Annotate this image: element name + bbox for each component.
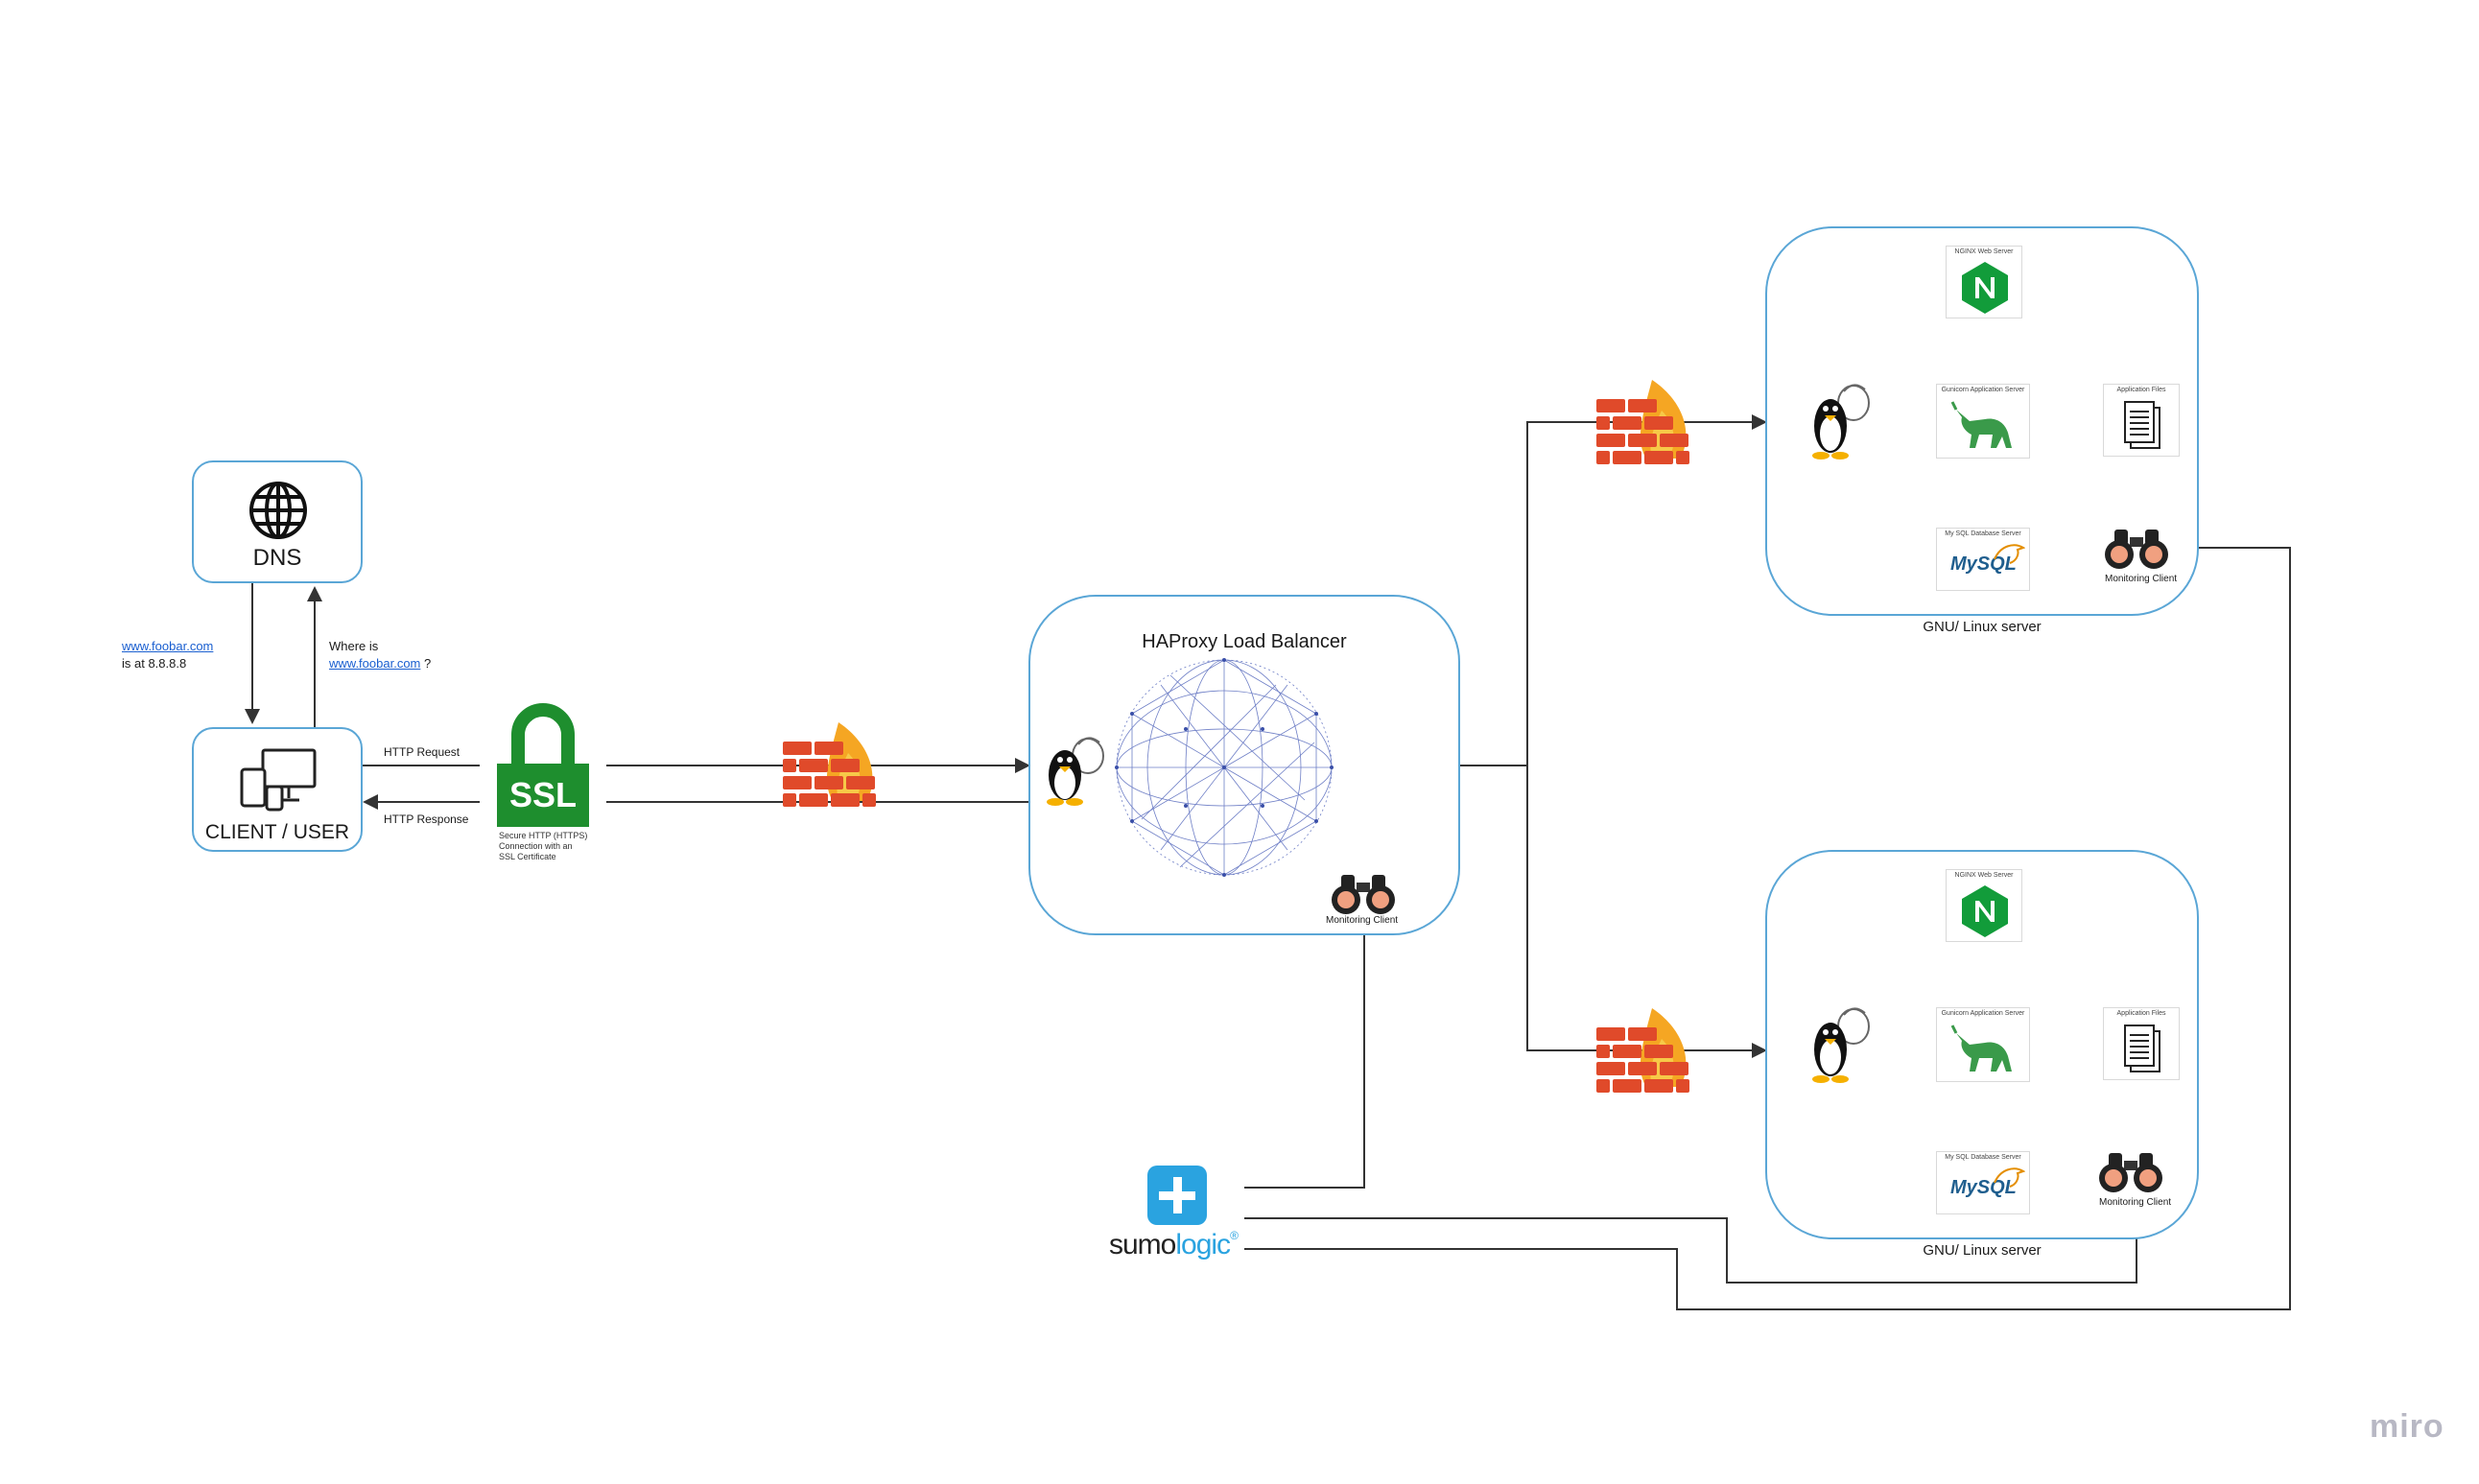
dolphin-icon xyxy=(1994,1167,2025,1188)
gunicorn-app-server[interactable]: Gunicorn Application Server xyxy=(1936,1007,2030,1082)
server-monitoring-label: Monitoring Client xyxy=(2105,574,2178,584)
load-balancer-node[interactable]: HAProxy Load Balancer xyxy=(1028,595,1460,935)
dns-query-link[interactable]: www.foobar.com xyxy=(329,656,421,671)
http-response-label: HTTP Response xyxy=(384,813,469,826)
server-monitoring-label: Monitoring Client xyxy=(2099,1197,2172,1208)
linux-tux-icon xyxy=(1047,737,1104,806)
linux-server-1[interactable]: NGINX Web Server Gunicorn Application Se… xyxy=(1765,226,2199,616)
padlock-icon xyxy=(511,703,575,767)
firewall-icon xyxy=(1596,1008,1689,1093)
binoculars-icon xyxy=(1332,875,1395,914)
client-node[interactable]: CLIENT / USER xyxy=(192,727,363,852)
client-label: CLIENT / USER xyxy=(204,821,350,843)
documents-icon xyxy=(2124,401,2160,449)
application-files[interactable]: Application Files xyxy=(2103,384,2180,457)
ssl-caption-2: Connection with an xyxy=(499,841,573,851)
binoculars-icon xyxy=(2105,530,2168,569)
sumologic-plus-icon xyxy=(1147,1166,1207,1225)
unicorn-icon xyxy=(1950,401,2012,448)
nginx-icon xyxy=(1962,262,2008,314)
documents-icon xyxy=(2124,1025,2160,1072)
application-files[interactable]: Application Files xyxy=(2103,1007,2180,1080)
ssl-badge: SSL xyxy=(497,764,589,827)
dolphin-icon xyxy=(1994,544,2025,564)
linux-server-2[interactable]: NGINX Web Server Gunicorn Application Se… xyxy=(1765,850,2199,1239)
miro-watermark: miro xyxy=(2370,1408,2444,1445)
dns-node[interactable]: DNS xyxy=(192,460,363,583)
ssl-caption-1: Secure HTTP (HTTPS) xyxy=(499,831,588,840)
lb-monitoring-label: Monitoring Client xyxy=(1326,915,1399,926)
sumologic-logo[interactable]: sumologic® xyxy=(1103,1166,1247,1271)
load-balancer-title: HAProxy Load Balancer xyxy=(1142,631,1347,652)
firewall-icon xyxy=(783,722,876,807)
ssl-certificate[interactable]: SSL Secure HTTP (HTTPS) Connection with … xyxy=(495,702,591,865)
monitoring-links xyxy=(1244,935,1365,1189)
linux-tux-icon xyxy=(1812,1007,1870,1083)
mysql-database-server[interactable]: My SQL Database Server MySQL xyxy=(1936,1151,2030,1214)
mysql-database-server[interactable]: My SQL Database Server MySQL xyxy=(1936,528,2030,591)
globe-icon xyxy=(249,482,307,539)
dns-label: DNS xyxy=(252,545,302,571)
nginx-web-server[interactable]: NGINX Web Server xyxy=(1946,869,2022,942)
dns-query-note: Where is www.foobar.com ? xyxy=(329,639,432,671)
linux-tux-icon xyxy=(1812,384,1870,459)
devices-icon xyxy=(240,748,317,812)
ssl-caption-3: SSL Certificate xyxy=(499,852,556,861)
binoculars-icon xyxy=(2099,1153,2162,1192)
nginx-icon xyxy=(1962,885,2008,937)
network-globe-icon xyxy=(1115,658,1334,877)
server-2-caption: GNU/ Linux server xyxy=(1923,1242,2042,1259)
server-1-caption: GNU/ Linux server xyxy=(1923,619,2042,635)
sumologic-wordmark: sumologic® xyxy=(1109,1229,1239,1260)
mysql-logo: MySQL xyxy=(1950,1177,2017,1198)
firewall-icon xyxy=(1596,380,1689,464)
dns-reply-link[interactable]: www.foobar.com xyxy=(122,639,214,653)
http-request-label: HTTP Request xyxy=(384,745,460,759)
mysql-logo: MySQL xyxy=(1950,554,2017,575)
dns-reply-note: www.foobar.com is at 8.8.8.8 xyxy=(122,639,214,671)
gunicorn-app-server[interactable]: Gunicorn Application Server xyxy=(1936,384,2030,459)
unicorn-icon xyxy=(1950,1025,2012,1072)
nginx-web-server[interactable]: NGINX Web Server xyxy=(1946,246,2022,318)
